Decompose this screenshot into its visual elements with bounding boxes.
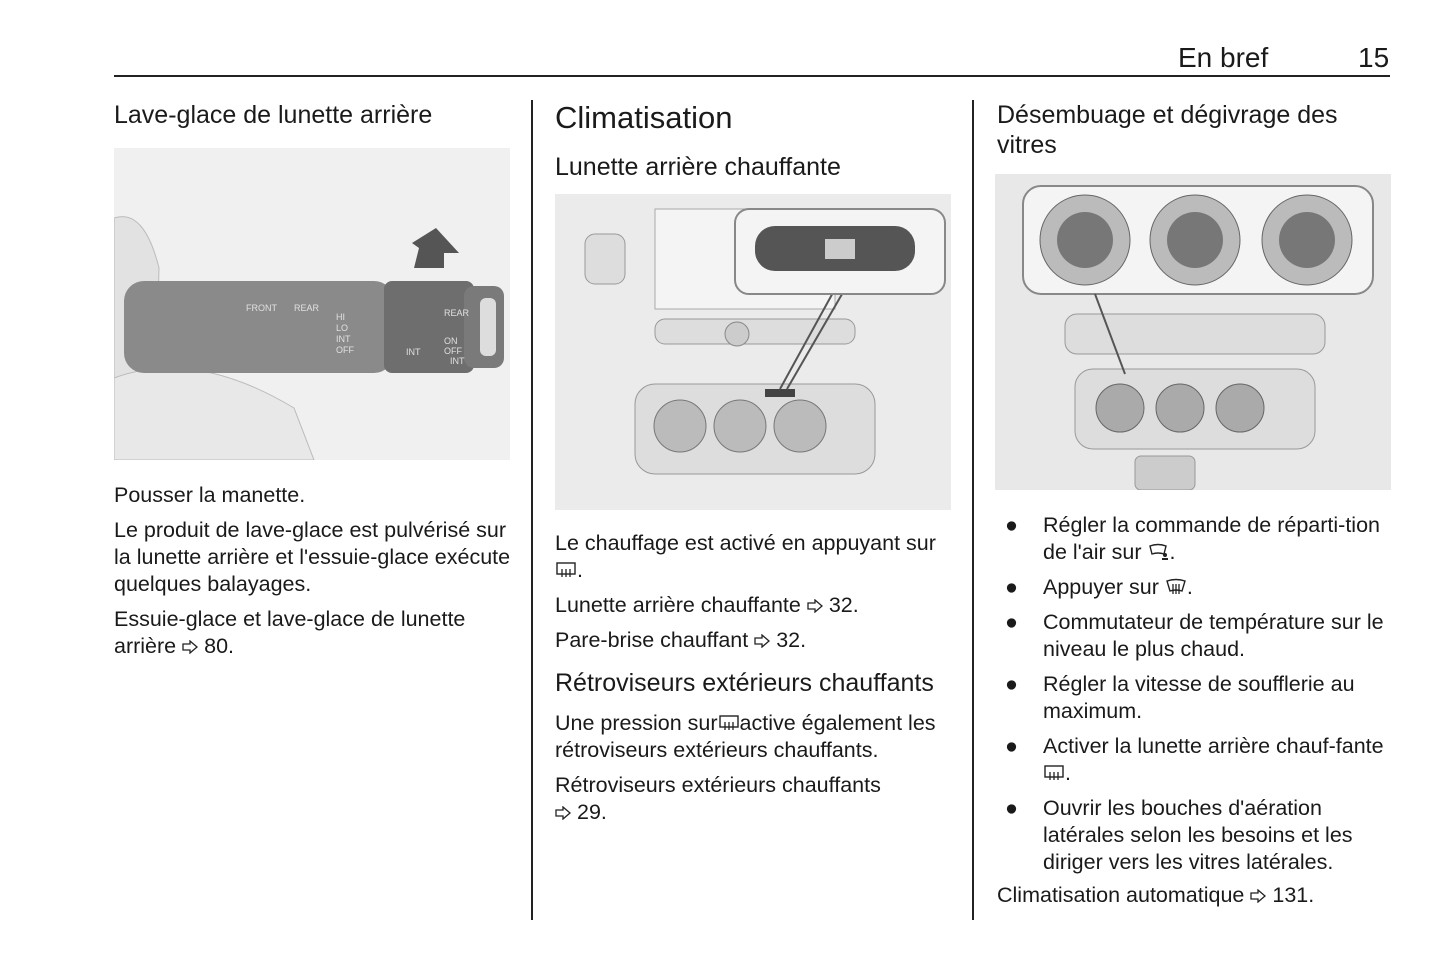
instruction-list: ● Régler la commande de réparti-tion de l… [997, 512, 1397, 876]
page-number: 15 [1358, 42, 1390, 73]
paragraph: Climatisation automatique 131. [997, 882, 1397, 909]
column-rear-washer: Lave-glace de lunette arrière FRONT REAR… [114, 100, 514, 668]
front-defrost-icon [1166, 578, 1186, 594]
subsection-heading: Rétroviseurs extérieurs chauffants [555, 669, 934, 697]
page-ref-link[interactable]: 131. [1272, 883, 1315, 907]
rear-defrost-icon [1044, 765, 1064, 780]
column-climate: Climatisation Lunette arrière chauffante [555, 100, 955, 834]
label-off2: OFF [444, 346, 462, 356]
page-ref-link[interactable]: 80. [204, 634, 234, 658]
paragraph: Essuie-glace et lave-glace de lunette ar… [114, 606, 514, 660]
label-on: ON [444, 336, 458, 346]
paragraph: Lunette arrière chauffante 32. [555, 592, 955, 619]
label-int: INT [336, 334, 351, 344]
bullet: ● [1005, 672, 1018, 696]
bullet: ● [1005, 734, 1018, 758]
label-int3: INT [450, 356, 465, 366]
windscreen-airflow-icon [1148, 543, 1168, 560]
column-demisting: Désembuage et dégivrage des vitres [995, 100, 1397, 917]
page-ref-link[interactable]: 32. [828, 593, 859, 617]
page-ref-arrow-icon [807, 599, 823, 613]
label-lo: LO [336, 323, 348, 333]
label-off: OFF [336, 345, 354, 355]
column-divider [972, 100, 974, 920]
list-item: ● Régler la commande de réparti-tion de l… [1005, 513, 1380, 564]
rear-defrost-icon [718, 715, 739, 730]
label-rear: REAR [294, 303, 320, 313]
bullet: ● [1005, 513, 1018, 537]
wiper-stalk-illustration: FRONT REAR HI LO INT OFF INT REAR ON OFF… [114, 148, 510, 460]
page-ref-arrow-icon [182, 640, 199, 654]
paragraph-text: Le chauffage est activé en appuyant sur [555, 531, 936, 555]
page-ref-arrow-icon [754, 634, 771, 648]
rear-defrost-icon [556, 562, 576, 577]
list-item: ● Régler la vitesse de soufflerie au maxi… [997, 671, 1397, 725]
section-heading: Désembuage et dégivrage des vitres [997, 101, 1338, 159]
label-int2: INT [406, 347, 421, 357]
paragraph: Rétroviseurs extérieurs chauffants 29. [555, 772, 955, 826]
paragraph-text: Une pression sur [555, 711, 718, 735]
list-item-text: Régler la commande de réparti-tion de l'… [1043, 513, 1380, 564]
paragraph: Pousser la manette. [114, 483, 306, 507]
chapter-title: Climatisation [555, 100, 733, 135]
list-item-text: Activer la lunette arrière chauf-fante [1043, 734, 1384, 758]
list-item: ● Commutateur de température sur le nivea… [997, 609, 1397, 663]
label-hi: HI [336, 312, 345, 322]
ref-text: Lunette arrière chauffante [555, 593, 801, 617]
list-item: ● Ouvrir les bouches d'aération latérales… [997, 795, 1397, 876]
page-ref-link[interactable]: 32. [776, 628, 807, 652]
heated-rear-window-button-illustration [555, 194, 951, 510]
paragraph: Pare-brise chauffant 32. [555, 627, 955, 654]
paragraph-text: active également les rétroviseurs extéri… [555, 711, 936, 762]
label-rear2: REAR [444, 308, 470, 318]
subsection-heading: Lunette arrière chauffante [555, 153, 841, 181]
list-item-text: Appuyer sur [1043, 575, 1159, 599]
list-item-text: Régler la vitesse de soufflerie au maxim… [1043, 672, 1355, 723]
column-divider [531, 100, 533, 920]
list-item: ●Appuyer sur . [1005, 575, 1193, 599]
list-item: ●Activer la lunette arrière chauf-fante … [1005, 734, 1384, 785]
page-ref-arrow-icon [555, 806, 571, 820]
section-title: En bref [1178, 42, 1269, 73]
climate-controls-illustration [995, 174, 1391, 490]
header-rule [114, 75, 1390, 77]
page-ref-arrow-icon [1250, 889, 1267, 903]
bullet: ● [1005, 575, 1018, 599]
page-ref-link[interactable]: 29. [576, 800, 607, 824]
ref-text: Climatisation automatique [997, 883, 1245, 907]
paragraph: Le chauffage est activé en appuyant sur … [555, 531, 936, 582]
bullet: ● [1005, 610, 1018, 634]
list-item-text: Ouvrir les bouches d'aération latérales … [1043, 796, 1353, 874]
bullet: ● [1005, 796, 1018, 820]
ref-text: Essuie-glace et lave-glace de lunette ar… [114, 607, 466, 658]
list-item-text: Commutateur de température sur le niveau… [1043, 610, 1384, 661]
ref-text: Rétroviseurs extérieurs chauffants [555, 773, 881, 797]
paragraph: Le produit de lave-glace est pulvérisé s… [114, 518, 511, 596]
label-front: FRONT [246, 303, 277, 313]
ref-text: Pare-brise chauffant [555, 628, 749, 652]
section-heading: Lave-glace de lunette arrière [114, 101, 433, 129]
